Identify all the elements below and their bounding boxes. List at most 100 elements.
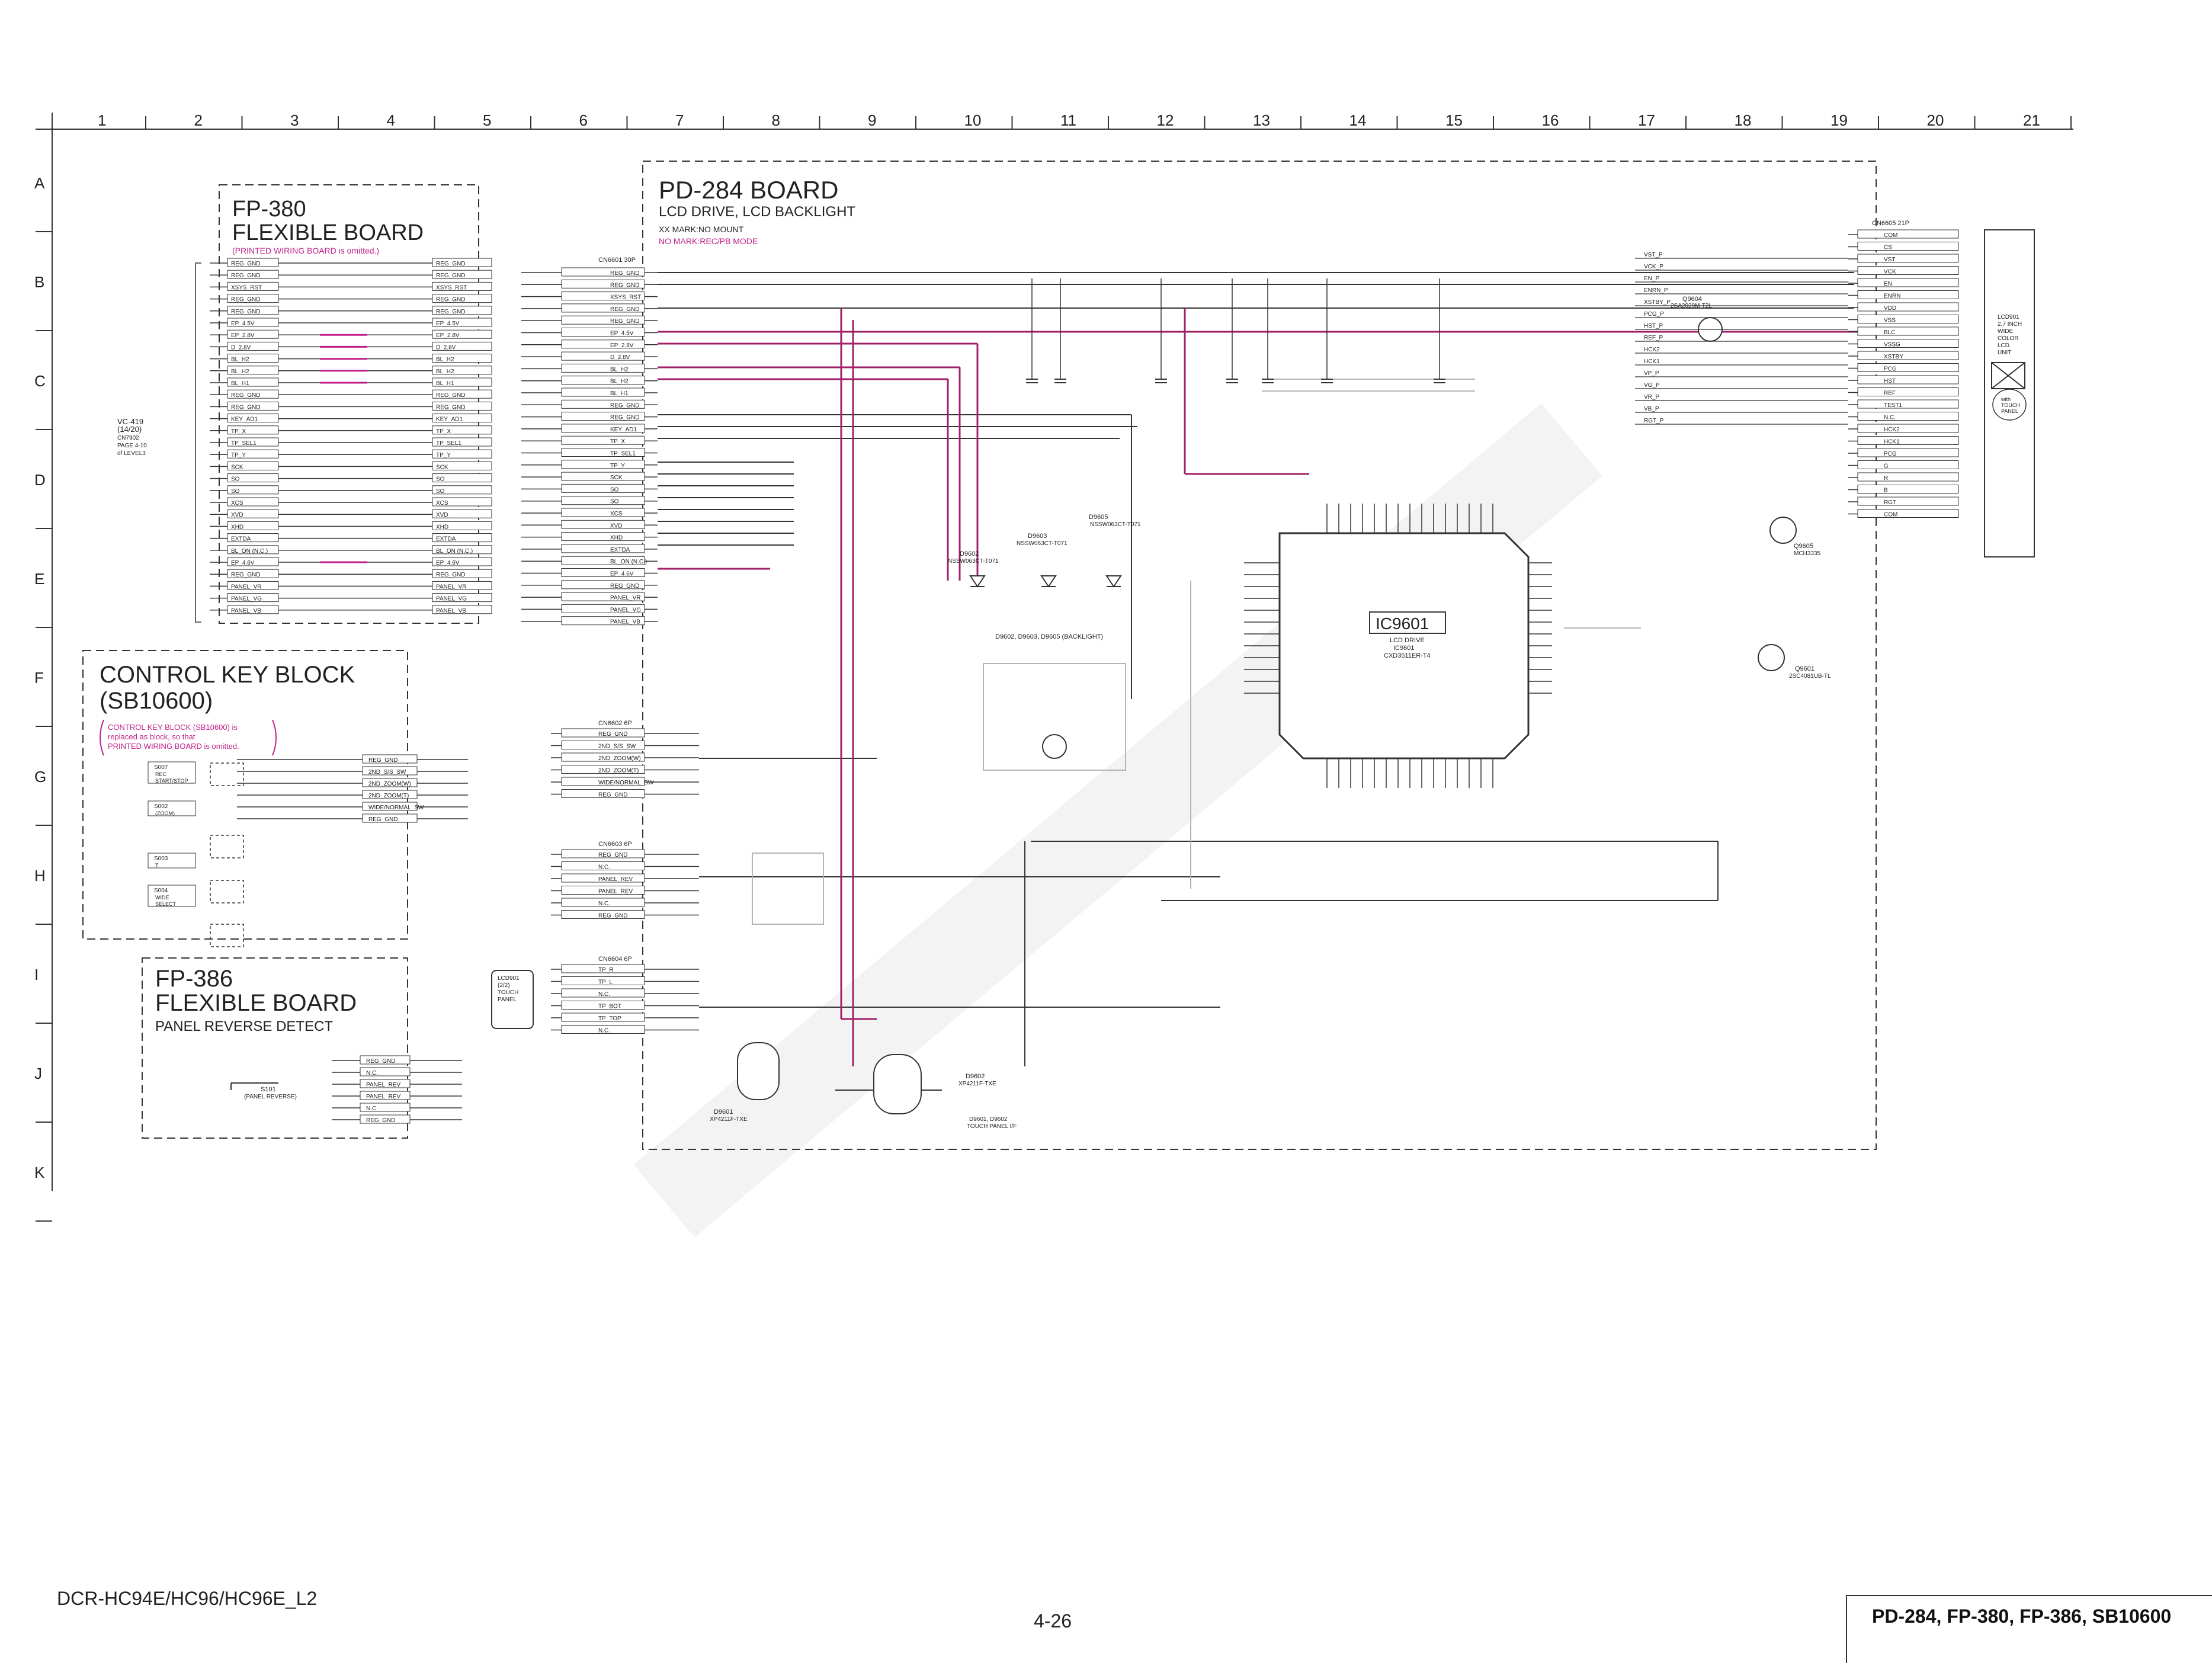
right-signal: VB_P bbox=[1644, 406, 1659, 412]
right-signal: REF_P bbox=[1644, 335, 1663, 341]
touch-panel-label: PANEL bbox=[498, 996, 517, 1003]
cn6605-signal: TEST1 bbox=[1884, 402, 1903, 409]
fp380-right-signal: REG_GND bbox=[436, 309, 465, 315]
fp380-right-signal: EXTDA bbox=[436, 536, 456, 543]
cn6604-signal: TP_TOP bbox=[598, 1015, 621, 1022]
q9602-symbol bbox=[1042, 734, 1067, 759]
cn6605-signal: COM bbox=[1884, 232, 1897, 239]
fp380-right-signal: BL_H1 bbox=[436, 380, 454, 387]
led-symbol bbox=[1105, 575, 1122, 588]
fp380-right-signal: TP_Y bbox=[436, 452, 451, 459]
fp380-board: FP-380 FLEXIBLE BOARD (PRINTED WIRING BO… bbox=[210, 184, 492, 624]
control-signal: WIDE/NORMAL_SW bbox=[368, 805, 424, 811]
lcd901-label: WIDE bbox=[1998, 328, 2013, 335]
d9603-label: D9603 bbox=[1028, 533, 1047, 540]
fp380-left-signal: SO bbox=[231, 476, 240, 483]
cn6601-signal: EP_4.6V bbox=[610, 571, 634, 578]
cn6601-signal: BL_H2 bbox=[610, 366, 629, 373]
fp380-left-signal: PANEL_VR bbox=[231, 584, 262, 590]
fp380-left-signal: REG_GND bbox=[231, 404, 260, 411]
switch-desc: WIDE bbox=[155, 895, 169, 901]
s101-desc: (PANEL REVERSE) bbox=[244, 1094, 297, 1100]
cn6603-connector: CN6603 6PREG_GNDN.C.PANEL_REVPANEL_REVN.… bbox=[551, 841, 699, 919]
switch-ref: S003 bbox=[154, 855, 168, 862]
d9601-part: XP4211F-TXE bbox=[710, 1116, 748, 1123]
cn6601-signal: SO bbox=[610, 486, 619, 493]
right-signal: VR_P bbox=[1644, 394, 1659, 400]
control-signal: 2ND_S/S_SW bbox=[368, 769, 406, 776]
pd284-note-nomount: XX MARK:NO MOUNT bbox=[659, 225, 744, 234]
vc419-line: (14/20) bbox=[117, 425, 142, 434]
cn6605-signal: HCK1 bbox=[1884, 439, 1900, 446]
cn6601-signal: D_2.8V bbox=[610, 354, 630, 361]
d9602b-label: D9602 bbox=[966, 1073, 985, 1080]
d96x-label: D9601, D9602 bbox=[969, 1116, 1008, 1123]
right-signal: HST_P bbox=[1644, 323, 1663, 329]
fp380-right-signal: PANEL_VB bbox=[436, 608, 466, 614]
ic9601-desc2: IC9601 bbox=[1393, 645, 1414, 652]
fp380-left-signal: TP_X bbox=[231, 428, 246, 435]
cn6605-signal: RGT bbox=[1884, 499, 1896, 506]
touch-panel-label: TOUCH bbox=[498, 989, 518, 996]
grid-col-label: 9 bbox=[868, 111, 876, 129]
cn6601-signal: SO bbox=[610, 499, 619, 505]
grid-row-label: J bbox=[34, 1065, 42, 1082]
cn6603-signal: REG_GND bbox=[598, 852, 627, 858]
fp380-left-signal: TP_Y bbox=[231, 452, 246, 459]
switch-ref: S004 bbox=[154, 887, 168, 894]
fp380-right-signal: REG_GND bbox=[436, 392, 465, 399]
grid-col-label: 17 bbox=[1638, 111, 1655, 129]
cn6601-signal: XVD bbox=[610, 523, 623, 529]
fp380-subtitle: FLEXIBLE BOARD bbox=[232, 220, 424, 245]
grid-col-label: 3 bbox=[290, 111, 299, 129]
cn6605-signal: R bbox=[1884, 475, 1888, 482]
cn6601-signal: SCK bbox=[610, 475, 623, 481]
touch-panel-if bbox=[737, 1042, 922, 1114]
pd284-board: PD-284 BOARD LCD DRIVE, LCD BACKLIGHT XX… bbox=[521, 161, 1959, 1150]
cn6601-signal: PANEL_VB bbox=[610, 619, 640, 626]
touch-panel-label: LCD901 bbox=[498, 975, 520, 982]
d96x-part: TOUCH PANEL I/F bbox=[967, 1123, 1017, 1130]
ic9601-body bbox=[1278, 532, 1530, 760]
cn6603-signal: REG_GND bbox=[598, 913, 627, 919]
lcd901-label: LCD901 bbox=[1998, 314, 2019, 321]
fp386-signal: N.C. bbox=[366, 1070, 378, 1076]
fp380-left-signal: REG_GND bbox=[231, 297, 260, 303]
fp380-right-signal: EP_2.8V bbox=[436, 332, 460, 339]
q9601-label: Q9601 bbox=[1795, 665, 1815, 672]
fp380-note: (PRINTED WIRING BOARD is omitted.) bbox=[232, 246, 379, 255]
control-subtitle: (SB10600) bbox=[100, 688, 213, 714]
switch-ref: S007 bbox=[154, 764, 168, 771]
fp380-left-signal: EP_2.8V bbox=[231, 332, 255, 339]
fp380-right-signal: XSYS_RST bbox=[436, 284, 467, 291]
control-signal: REG_GND bbox=[368, 816, 397, 823]
cn6605-signal: REF bbox=[1884, 390, 1896, 397]
fp380-right-signal: BL_H2 bbox=[436, 357, 454, 363]
fp380-right-signal: BL_H2 bbox=[436, 369, 454, 375]
grid-row-label: H bbox=[34, 867, 46, 885]
ic9601-desc3: CXD3511ER-T4 bbox=[1384, 652, 1431, 659]
fp380-right-signal: REG_GND bbox=[436, 273, 465, 279]
fp380-left-signal: D_2.8V bbox=[231, 344, 251, 351]
control-note-1: CONTROL KEY BLOCK (SB10600) is bbox=[108, 723, 238, 732]
q9601-symbol bbox=[1758, 644, 1785, 671]
led-caption: D9602, D9603, D9605 (BACKLIGHT) bbox=[995, 633, 1103, 640]
cn6605-signal: HCK2 bbox=[1884, 427, 1900, 433]
lcd901-outline bbox=[1984, 229, 2035, 557]
control-signal: 2ND_ZOOM(T) bbox=[368, 793, 409, 799]
lcd901-label: COLOR bbox=[1998, 335, 2019, 342]
cn6601-signal: XCS bbox=[610, 511, 623, 517]
fp380-left-signal: REG_GND bbox=[231, 273, 260, 279]
pd284-subtitle: LCD DRIVE, LCD BACKLIGHT bbox=[659, 204, 855, 220]
grid-col-label: 2 bbox=[194, 111, 203, 129]
fp386-signal: PANEL_REV bbox=[366, 1082, 401, 1088]
cn6601-signal: REG_GND bbox=[610, 415, 639, 421]
fp380-right-signal: REG_GND bbox=[436, 261, 465, 267]
vc419-line: PAGE 4-10 bbox=[117, 443, 147, 449]
grid-col-label: 7 bbox=[675, 111, 684, 129]
fp380-right-signal: PANEL_VG bbox=[436, 596, 467, 603]
grid-row-label: D bbox=[34, 471, 46, 489]
lcd901-label: LCD bbox=[1998, 342, 2009, 349]
